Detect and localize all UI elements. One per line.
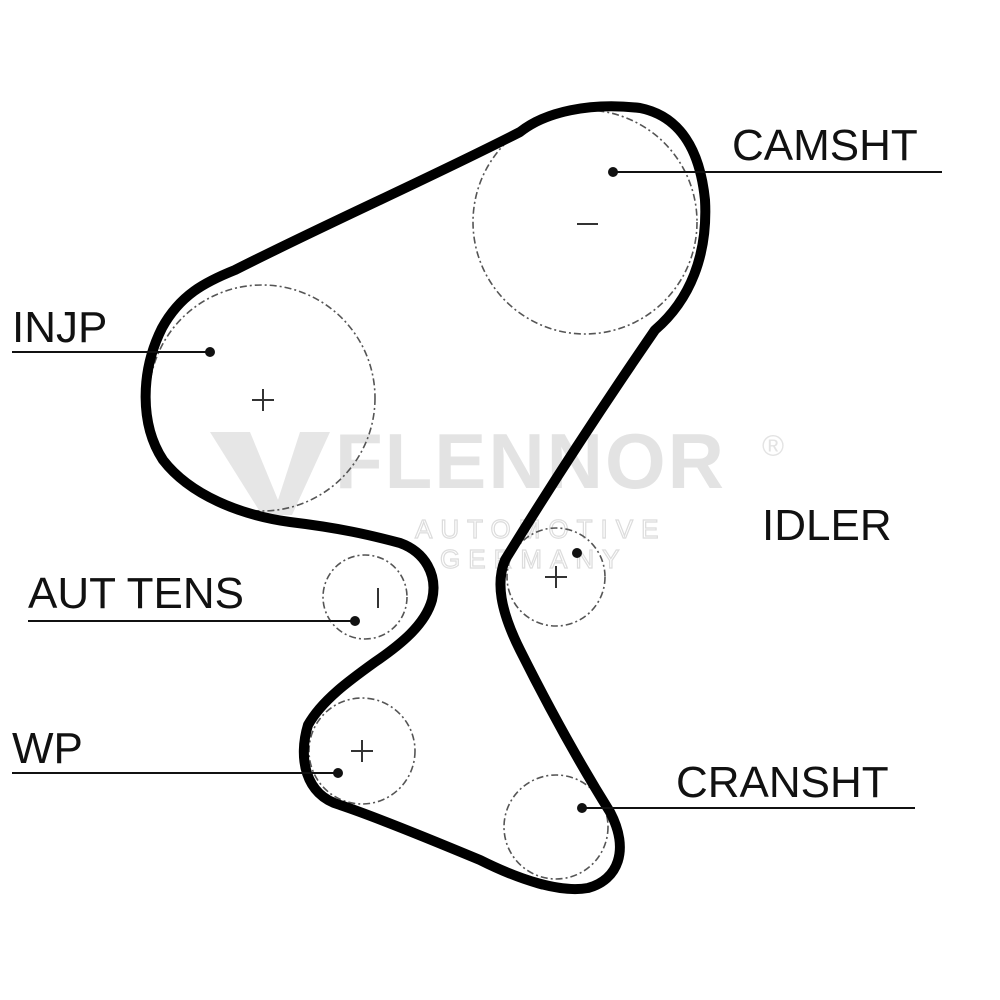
injection-pump-center-mark xyxy=(252,389,274,411)
watermark-registered-mark: ® xyxy=(762,430,784,463)
crankshaft-pulley xyxy=(503,774,609,880)
injection-pump-label: INJP xyxy=(12,303,107,352)
timing-belt xyxy=(140,101,711,895)
auto-tensioner-dot xyxy=(350,616,360,626)
labels: CAMSHT INJP IDLER AUT TENS WP CRANSHT xyxy=(12,121,918,807)
auto-tensioner-label: AUT TENS xyxy=(28,569,244,618)
water-pump-pulley xyxy=(308,697,416,805)
watermark-logo-icon xyxy=(210,432,330,515)
pulleys xyxy=(148,109,698,880)
water-pump-label: WP xyxy=(12,724,83,773)
water-pump-dot xyxy=(333,768,343,778)
idler-pulley xyxy=(506,527,606,627)
idler-dot xyxy=(572,548,582,558)
crankshaft-dot xyxy=(577,803,587,813)
idler-center-mark xyxy=(545,566,567,588)
watermark-line-2: GERMANY xyxy=(440,544,627,574)
callouts xyxy=(12,167,942,813)
injection-pump-pulley xyxy=(148,284,376,512)
watermark: FLENNOR ® AUTOMOTIVE GERMANY xyxy=(210,417,784,575)
crankshaft-label: CRANSHT xyxy=(676,758,889,807)
camshaft-dot xyxy=(608,167,618,177)
auto-tensioner-pulley xyxy=(322,554,408,640)
injection-pump-dot xyxy=(205,347,215,357)
camshaft-label: CAMSHT xyxy=(732,121,918,170)
watermark-brand: FLENNOR xyxy=(335,417,726,505)
watermark-line-1: AUTOMOTIVE xyxy=(415,514,666,544)
idler-label: IDLER xyxy=(762,501,892,550)
water-pump-center-mark xyxy=(351,740,373,762)
